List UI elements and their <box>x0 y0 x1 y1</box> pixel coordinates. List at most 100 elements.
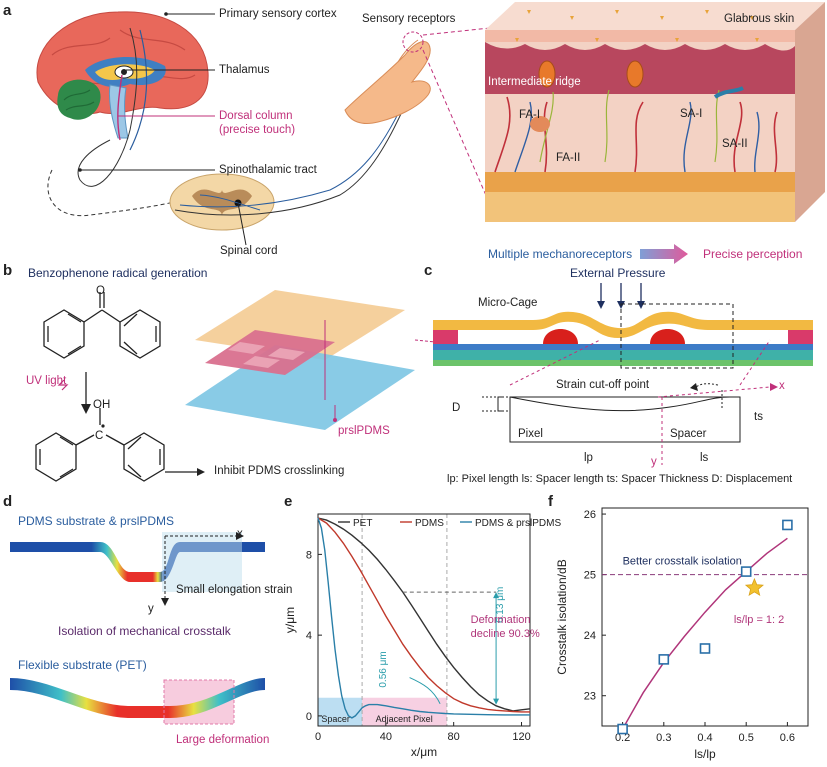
star-marker <box>744 577 765 597</box>
y-tick-label: 25 <box>584 570 596 582</box>
x-tick-label: 0 <box>315 731 321 743</box>
label-lp: lp <box>584 452 593 464</box>
adjacent-pixel-region <box>362 697 447 726</box>
label-sa2: SA-II <box>722 138 748 150</box>
label-ls: ls <box>700 452 709 464</box>
label-precise-perception: Precise perception <box>703 247 803 261</box>
panel-label-e: e <box>284 493 293 510</box>
data-point-1 <box>658 654 670 665</box>
panel-b-title: Benzophenone radical generation <box>28 266 208 280</box>
y-axis-label: y/μm <box>283 607 297 633</box>
label-spinothalamic-tract: Spinothalamic tract <box>219 164 317 176</box>
label-fa1: FA-I <box>519 109 541 121</box>
displacement-schematic <box>482 339 778 465</box>
y-axis-label: Crosstalk isolation/dB <box>555 559 569 674</box>
label-axis-x: x <box>779 380 785 392</box>
x-tick-label: 0.4 <box>697 732 712 744</box>
legend-label-1: PDMS <box>415 518 444 529</box>
label-multiple-mechanoreceptors: Multiple mechanoreceptors <box>488 247 633 261</box>
spacer-label: Spacer <box>321 714 350 724</box>
gap-arrowhead <box>493 698 500 705</box>
y-tick-label: 26 <box>584 509 596 521</box>
decline-label: decline 90.3% <box>471 628 540 640</box>
deformation-label: Deformation <box>471 614 531 626</box>
label-small-strain: Small elongation strain <box>176 584 293 596</box>
label-large-deformation: Large deformation <box>176 734 270 746</box>
label-d-x: x <box>237 528 243 540</box>
y-tick-label: 23 <box>584 691 596 703</box>
label-pixel: Pixel <box>518 428 543 440</box>
pet-deformation-illustration <box>10 678 265 725</box>
x-axis-label: ls/lp <box>694 747 716 761</box>
series-line-0 <box>317 517 531 712</box>
label-d-y: y <box>148 603 154 615</box>
x-tick-label: 0.2 <box>615 732 630 744</box>
label-prslpdms: prslPDMS <box>338 425 390 437</box>
data-point-2 <box>699 643 711 654</box>
panel-d-title-bottom: Flexible substrate (PET) <box>18 658 147 672</box>
x-tick-label: 40 <box>380 731 392 743</box>
label-sa1: SA-I <box>680 108 703 120</box>
adjacent-pixel-label: Adjacent Pixel <box>376 714 433 724</box>
panel-c-legend: lp: Pixel length ls: Spacer length ts: S… <box>447 473 793 485</box>
x-tick-label: 0.5 <box>739 732 754 744</box>
y-tick-label: 24 <box>584 630 596 642</box>
label-ts: ts <box>754 411 763 423</box>
label-precise-touch: (precise touch) <box>219 124 296 136</box>
panel-label-a: a <box>3 2 12 19</box>
gradient-arrow-icon <box>640 244 688 264</box>
prslpdms-layer-illustration <box>185 290 436 430</box>
label-spacer: Spacer <box>670 428 707 440</box>
label-thalamus: Thalamus <box>219 64 270 76</box>
label-intermediate-ridge: Intermediate ridge <box>488 76 581 88</box>
legend-label-2: PDMS & prslPDMS <box>475 518 561 529</box>
x-tick-label: 80 <box>448 731 460 743</box>
panel-d-title-top: PDMS substrate & prslPDMS <box>18 514 175 528</box>
reference-label: Better crosstalk isolation <box>623 556 742 568</box>
brain-illustration <box>36 11 491 246</box>
label-external-pressure: External Pressure <box>570 266 666 280</box>
label-displacement-d: D <box>452 402 461 414</box>
label-c: C <box>95 430 104 442</box>
label-isolation-crosstalk: Isolation of mechanical crosstalk <box>58 624 231 638</box>
benzophenone-structure <box>35 292 165 482</box>
label-dorsal-column: Dorsal column <box>219 110 293 122</box>
pdms-deformation-illustration <box>10 532 265 606</box>
series-line-1 <box>317 517 530 713</box>
x-tick-label: 0.3 <box>656 732 671 744</box>
micro-cage-cross-section <box>433 303 813 369</box>
star-label: ls/lp = 1: 2 <box>734 614 784 626</box>
fit-curve <box>621 537 788 730</box>
x-axis-label: x/μm <box>411 745 437 759</box>
label-oh: OH <box>93 399 111 411</box>
chart-e: 0 40 80 120 0 4 8 x/μm y/μm PET PDMS PDMS & prslPDM… <box>283 513 561 759</box>
panel-label-d: d <box>3 493 13 510</box>
label-spinal-cord: Spinal cord <box>220 245 278 257</box>
label-o: O <box>96 285 105 297</box>
series-line-2 <box>317 517 530 719</box>
label-inhibit-crosslinking: Inhibit PDMS crosslinking <box>214 465 345 477</box>
label-axis-y: y <box>651 456 657 468</box>
small-arrow <box>409 677 441 705</box>
skin-block-illustration <box>485 2 825 222</box>
spacer-region <box>318 697 363 726</box>
panel-label-f: f <box>548 493 553 510</box>
label-strain-cutoff: Strain cut-off point <box>556 379 650 391</box>
data-point-3 <box>740 566 752 577</box>
legend-label-0: PET <box>353 518 372 529</box>
y-tick-label: 0 <box>306 711 312 723</box>
label-sensory-receptors: Sensory receptors <box>362 13 456 25</box>
panel-label-c: c <box>424 262 433 279</box>
label-glabrous-skin: Glabrous skin <box>724 13 795 25</box>
plot-frame <box>317 513 531 727</box>
inhibit-arrow <box>165 468 205 476</box>
x-tick-label: 120 <box>512 731 530 743</box>
data-point-4 <box>782 519 793 531</box>
gap-label: 6.13 μm <box>495 587 506 623</box>
label-fa2: FA-II <box>556 152 581 164</box>
y-tick-label: 8 <box>306 549 312 561</box>
label-micro-cage: Micro-Cage <box>478 297 538 309</box>
y-tick-label: 4 <box>306 630 312 642</box>
label-uv-light: UV light <box>26 375 67 387</box>
